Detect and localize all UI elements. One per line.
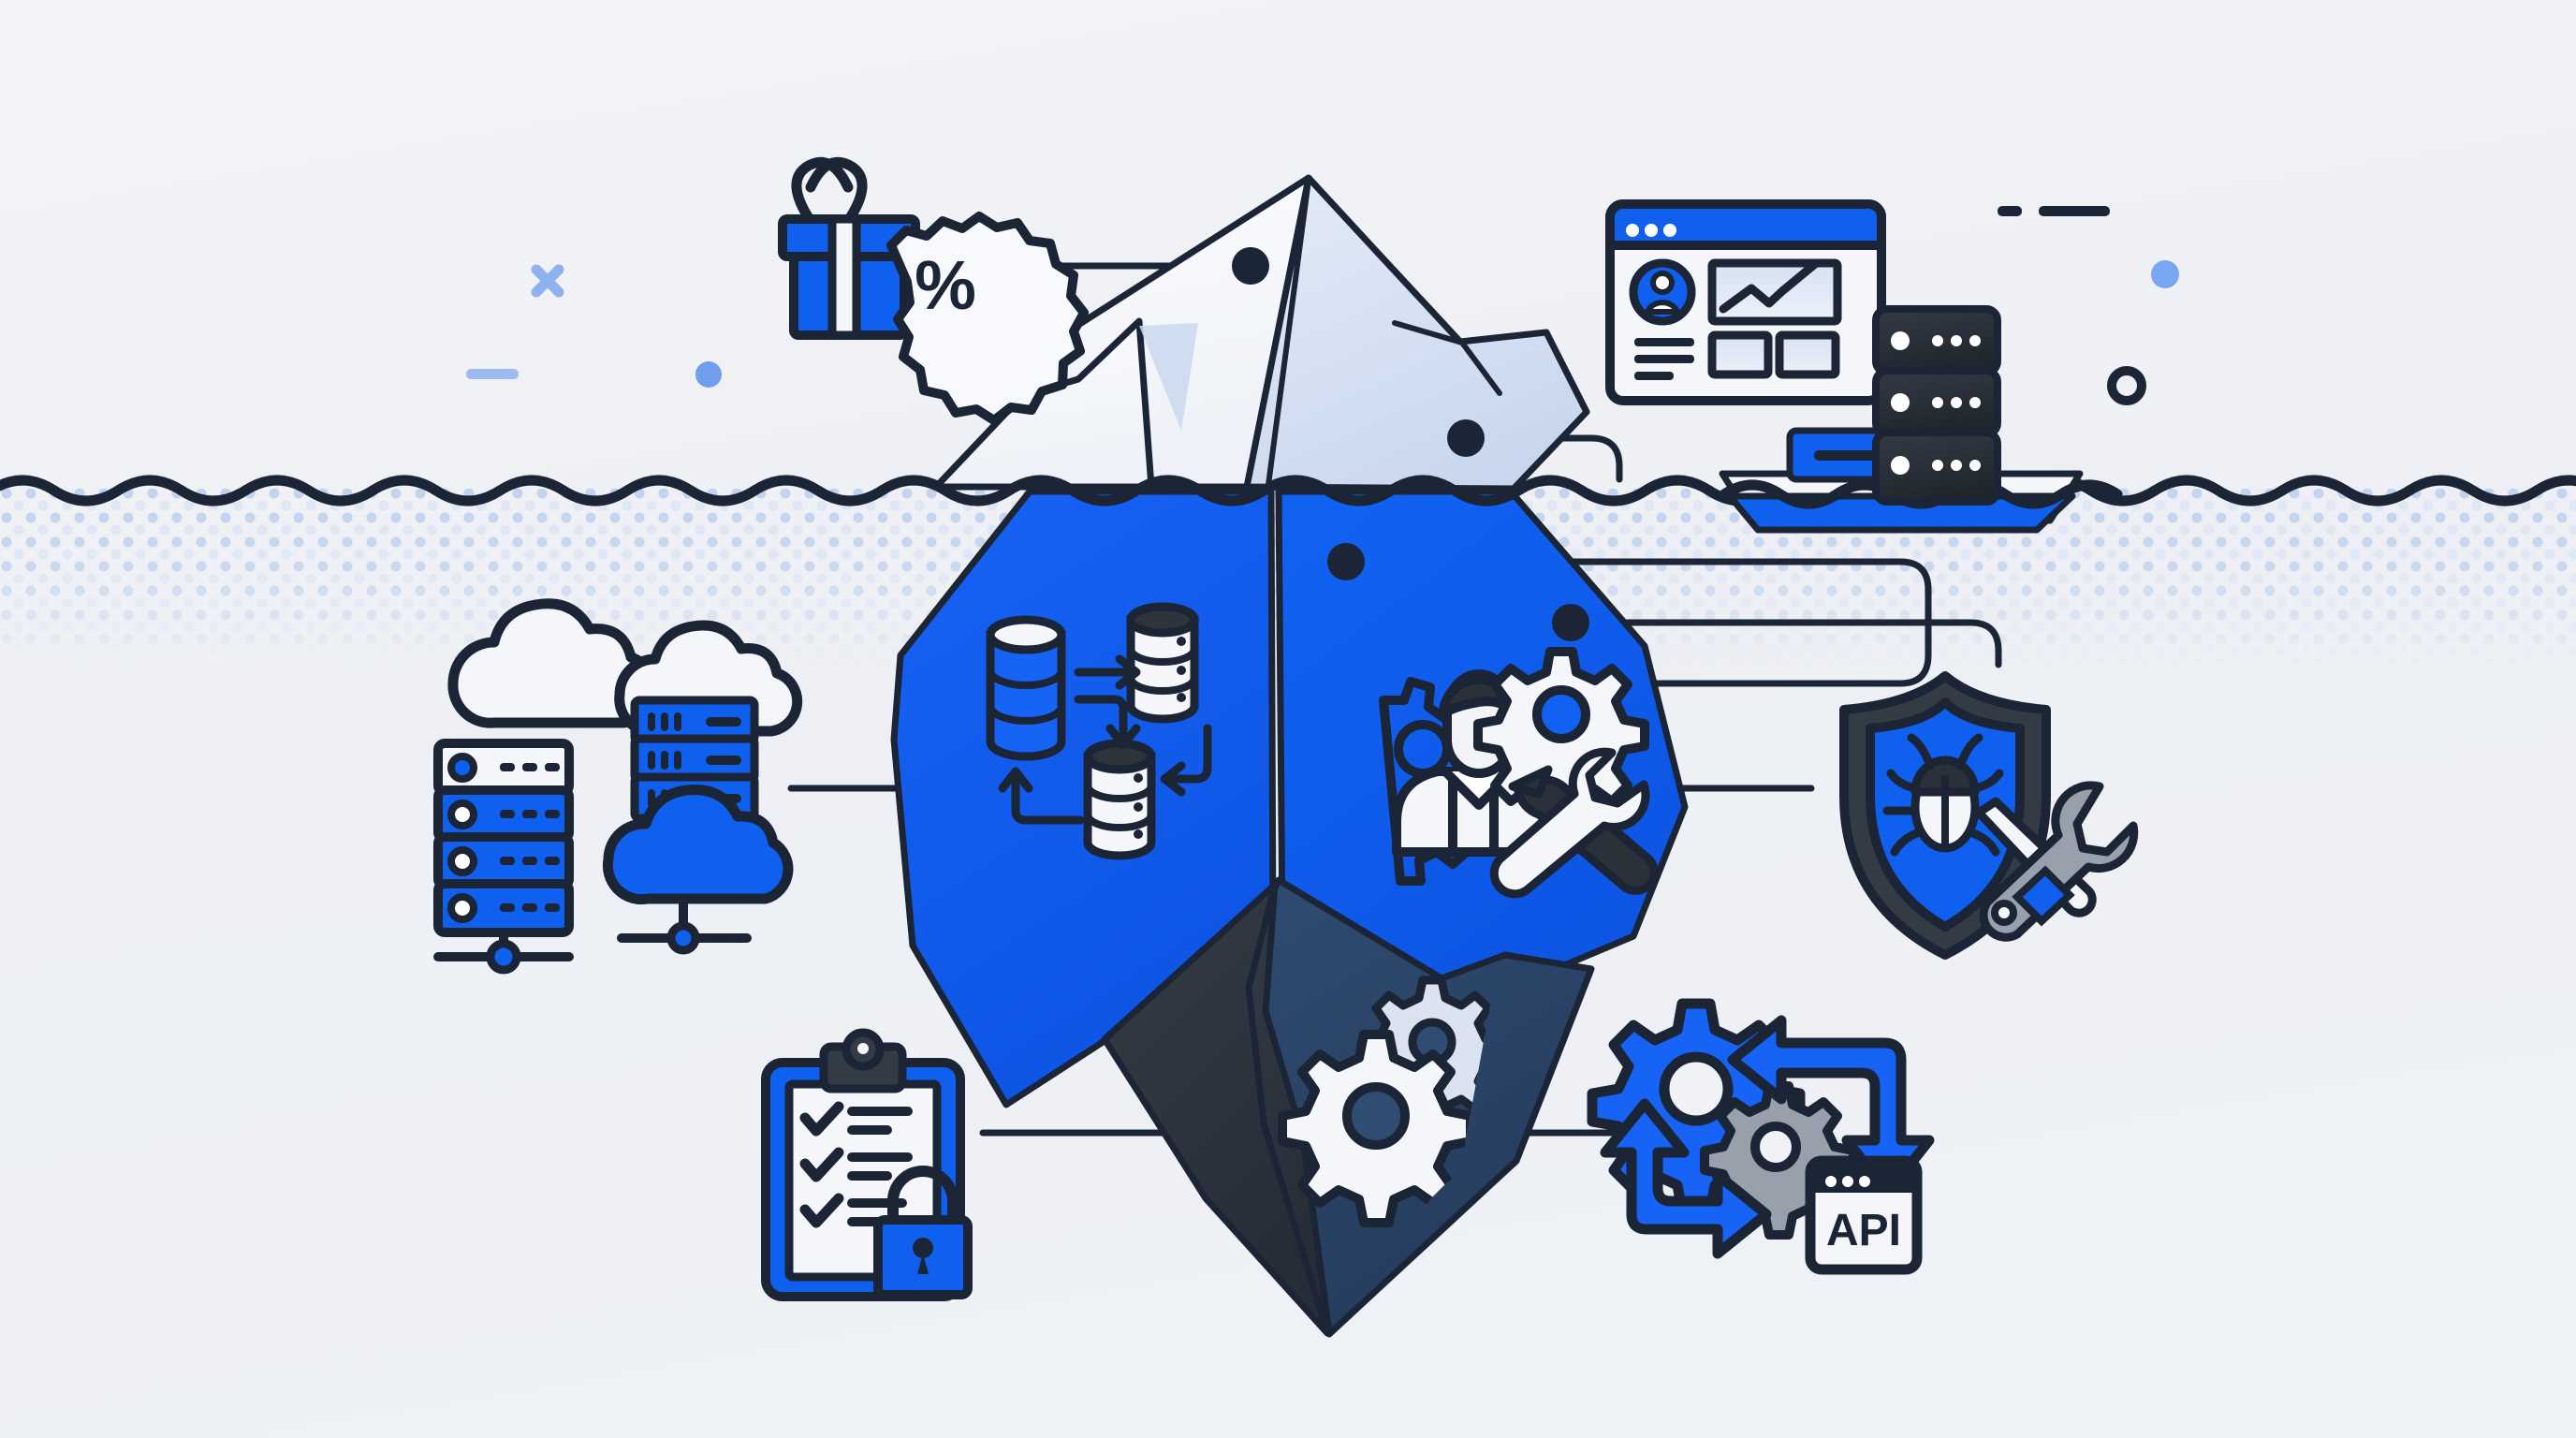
- wrench-screwdriver-icon: [1974, 781, 2139, 942]
- discount-percent-label: %: [915, 246, 976, 324]
- avatar-head-icon: [1650, 271, 1675, 295]
- gift-discount-icon[interactable]: %: [778, 156, 1089, 425]
- iceberg-keel-dark-wide: [1101, 881, 1331, 1337]
- hidden-gears-icon[interactable]: [1278, 976, 1503, 1227]
- server-rack-icon[interactable]: [1872, 305, 2001, 506]
- analytics-dashboard-icon[interactable]: [1605, 199, 1886, 405]
- check-line-2b: [847, 1171, 892, 1181]
- decorations: [466, 206, 2179, 405]
- database-arrows: [998, 654, 1212, 825]
- rack-dot-1c: [1969, 335, 1981, 346]
- iceberg-secondary-peak: [932, 317, 1155, 491]
- rack-led-3: [1891, 456, 1910, 475]
- iceberg-crevasse-right: [1392, 320, 1502, 396]
- platform-crate-band: [1814, 450, 1885, 461]
- padlock-keyhole: [913, 1238, 933, 1258]
- rack-dot-2c: [1969, 397, 1981, 408]
- dot-decoration-left: [695, 361, 722, 388]
- check-line-2a: [847, 1152, 913, 1162]
- check-1: [799, 1101, 844, 1137]
- avatar-body-icon: [1643, 300, 1682, 315]
- sparkle-decoration: [531, 264, 564, 298]
- rack-dot-3b: [1951, 460, 1962, 471]
- padlock-keyhole-slot: [917, 1254, 929, 1274]
- line-chart-thumbnail: [1719, 259, 1820, 314]
- check-2: [799, 1147, 844, 1182]
- dash-decoration-right-small: [1998, 206, 2022, 216]
- rack-dot-1a: [1932, 335, 1943, 346]
- node-dot-analytics[interactable]: [1327, 543, 1365, 580]
- engineer-gear-top-hole: [1532, 685, 1590, 743]
- connector-dashboard-lower: [1569, 619, 2002, 668]
- node-dot-dashboard[interactable]: [1447, 419, 1485, 457]
- database-b: [1126, 602, 1199, 724]
- api-arrow-bottom: [1600, 1098, 1772, 1259]
- wrench-pivot: [1991, 900, 2017, 926]
- api-window-dot-2: [1842, 1176, 1853, 1187]
- padlock-shackle: [887, 1166, 959, 1222]
- api-window-label: API: [1826, 1206, 1901, 1255]
- clipboard-clip-hole-inner: [857, 1043, 869, 1054]
- iceberg-tip-right: [1241, 174, 1590, 492]
- rack-led-1: [1891, 331, 1910, 350]
- dashboard-tile-2: [1775, 330, 1840, 379]
- api-arrow-top: [1727, 1015, 1935, 1198]
- check-3: [799, 1193, 844, 1228]
- discount-badge-starburst: [886, 212, 1089, 425]
- dashboard-chart-panel: [1707, 258, 1842, 326]
- api-window-dot-3: [1859, 1176, 1870, 1187]
- api-window-dot-1: [1825, 1176, 1837, 1187]
- wrench-light-icon: [1489, 747, 1650, 899]
- rack-dot-3a: [1932, 460, 1943, 471]
- dashboard-dot-3: [1663, 224, 1676, 237]
- dashboard-tile-1: [1707, 330, 1773, 379]
- dot-decoration-right: [2151, 260, 2179, 288]
- api-gear-large-hole: [1659, 1051, 1734, 1126]
- gift-ribbon-bow: [791, 156, 868, 227]
- dash-decoration-right-large: [2039, 206, 2110, 216]
- bug-shield-tools-icon[interactable]: [1839, 671, 2139, 960]
- water-line-wave: [0, 475, 2576, 506]
- gift-ribbon-vertical: [827, 214, 861, 340]
- dashboard-dot-2: [1645, 224, 1658, 237]
- api-integration-icon[interactable]: API: [1587, 998, 1935, 1275]
- ring-decoration-right: [2107, 366, 2146, 405]
- rack-led-2: [1891, 393, 1910, 412]
- dash-decoration-left: [466, 369, 519, 379]
- cloud-servers-icon[interactable]: [433, 598, 803, 975]
- api-gear-small-hole: [1750, 1122, 1801, 1172]
- engineer-gears-wrench-icon[interactable]: [1379, 647, 1659, 899]
- dashboard-text-line-2: [1634, 355, 1694, 363]
- checklist-lock-icon[interactable]: [761, 1028, 973, 1301]
- dashboard-dot-1: [1626, 224, 1639, 237]
- database-c: [1083, 739, 1156, 860]
- iceberg-ridge-center: [1266, 177, 1311, 488]
- dashboard-titlebar: [1605, 199, 1886, 250]
- database-a: [986, 615, 1066, 761]
- connector-dashboard: [1466, 434, 1623, 483]
- iceberg-shade-wedge: [1139, 323, 1198, 431]
- database-replication-icon[interactable]: [986, 602, 1212, 860]
- cloud-outline-icon: [447, 598, 660, 728]
- node-dot-ops[interactable]: [1552, 604, 1589, 641]
- node-dot-promo[interactable]: [1232, 247, 1269, 285]
- rack-dot-3c: [1969, 460, 1981, 471]
- dashboard-text-line-1: [1634, 338, 1694, 346]
- check-line-1a: [847, 1107, 913, 1116]
- check-line-1b: [847, 1125, 892, 1135]
- cloud-filled-icon: [602, 785, 794, 955]
- wrench-blue-accent: [2012, 865, 2075, 927]
- server-rack-tall-icon: [433, 739, 574, 975]
- rack-dot-2b: [1951, 397, 1962, 408]
- rack-dot-1b: [1951, 335, 1962, 346]
- rack-dot-2a: [1932, 397, 1943, 408]
- dashboard-text-line-3: [1634, 372, 1674, 380]
